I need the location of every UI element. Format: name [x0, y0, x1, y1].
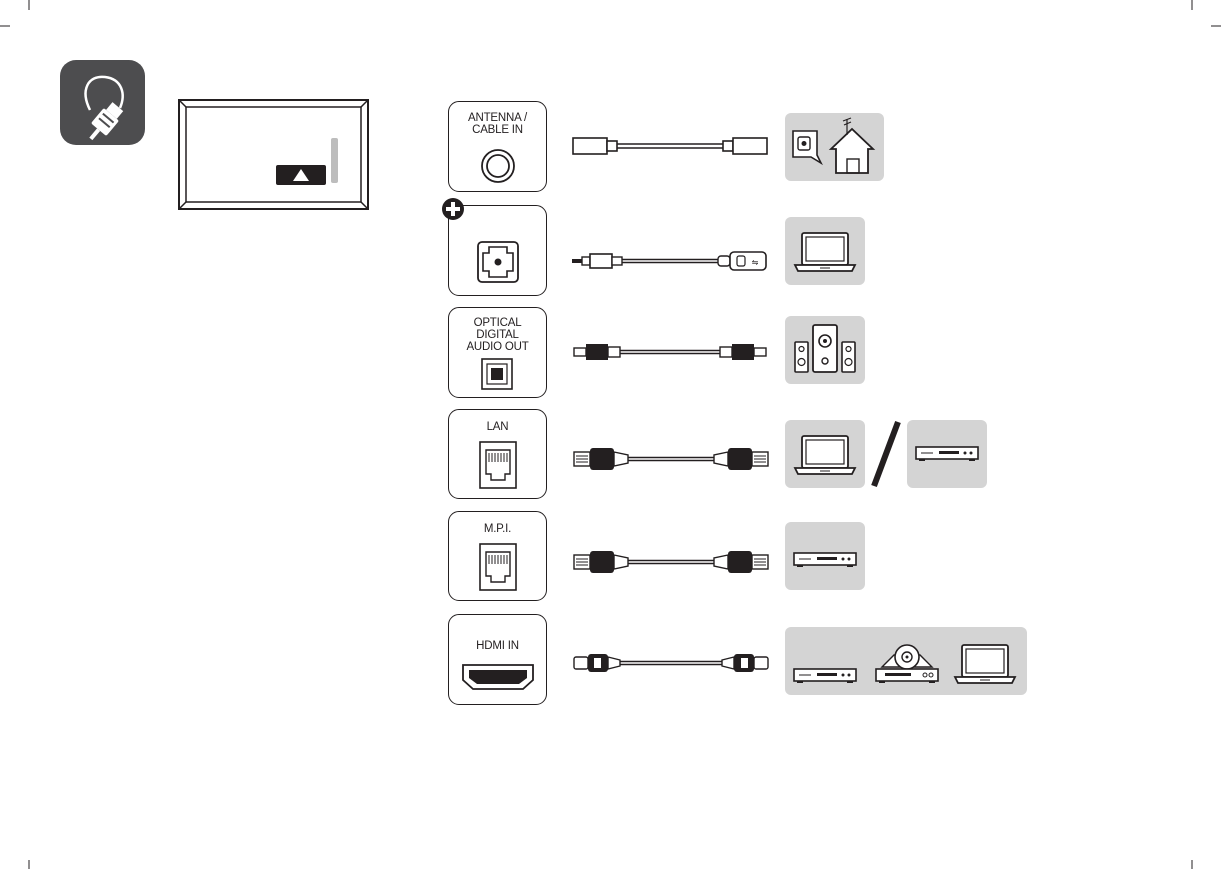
device-panel-mpi: [785, 522, 865, 590]
coaxial-cable-icon: [572, 133, 768, 159]
laptop-icon: [945, 627, 1025, 695]
set-top-box-icon: [907, 420, 987, 488]
separator-slash: [866, 418, 906, 490]
optical-port-icon: [480, 357, 514, 391]
port-antenna-cable-in: ANTENNA / CABLE IN: [448, 101, 547, 192]
set-top-box-icon: [785, 627, 865, 695]
optical-cable-icon: [572, 341, 770, 363]
rj45-port-icon: [478, 542, 518, 592]
laptop-icon: [785, 420, 865, 488]
antenna-house-icon: [785, 113, 884, 181]
speaker-system-icon: [785, 316, 865, 384]
cable-connection-icon: [60, 60, 145, 145]
port-label: LAN: [449, 421, 546, 433]
set-top-box-icon: [785, 522, 865, 590]
port-optical-digital-audio-out: OPTICAL DIGITAL AUDIO OUT: [448, 307, 547, 398]
port-label: ANTENNA / CABLE IN: [449, 112, 546, 136]
port-label: M.P.I.: [449, 523, 546, 535]
svg-text:⇋: ⇋: [752, 258, 759, 267]
port-lan: LAN: [448, 409, 547, 499]
dvd-player-icon: [867, 627, 947, 695]
audio-usb-cable-icon: ⇋: [570, 250, 770, 272]
rj45-port-icon: [478, 440, 518, 490]
hdmi-cable-icon: [572, 651, 770, 675]
port-label: HDMI IN: [449, 640, 546, 652]
port-hdmi-in: HDMI IN: [448, 614, 547, 705]
plus-circle-icon: [441, 197, 465, 221]
tv-rear-panel-icon: [178, 99, 369, 210]
hdmi-port-icon: [461, 663, 535, 691]
port-label: OPTICAL DIGITAL AUDIO OUT: [449, 317, 546, 353]
audio-jack-port-icon: [475, 239, 521, 285]
coaxial-port-icon: [480, 148, 516, 184]
port-mpi: M.P.I.: [448, 511, 547, 601]
device-panel-hdmi: [785, 627, 1027, 695]
laptop-icon: [785, 217, 865, 285]
device-panel-lan-laptop: [785, 420, 865, 488]
device-panel-lan-settop: [907, 420, 987, 488]
lan-cable-icon: [572, 549, 770, 575]
device-panel-usb: [785, 217, 865, 285]
device-panel-optical: [785, 316, 865, 384]
device-panel-antenna: [785, 113, 884, 181]
lan-cable-icon: [572, 446, 770, 472]
